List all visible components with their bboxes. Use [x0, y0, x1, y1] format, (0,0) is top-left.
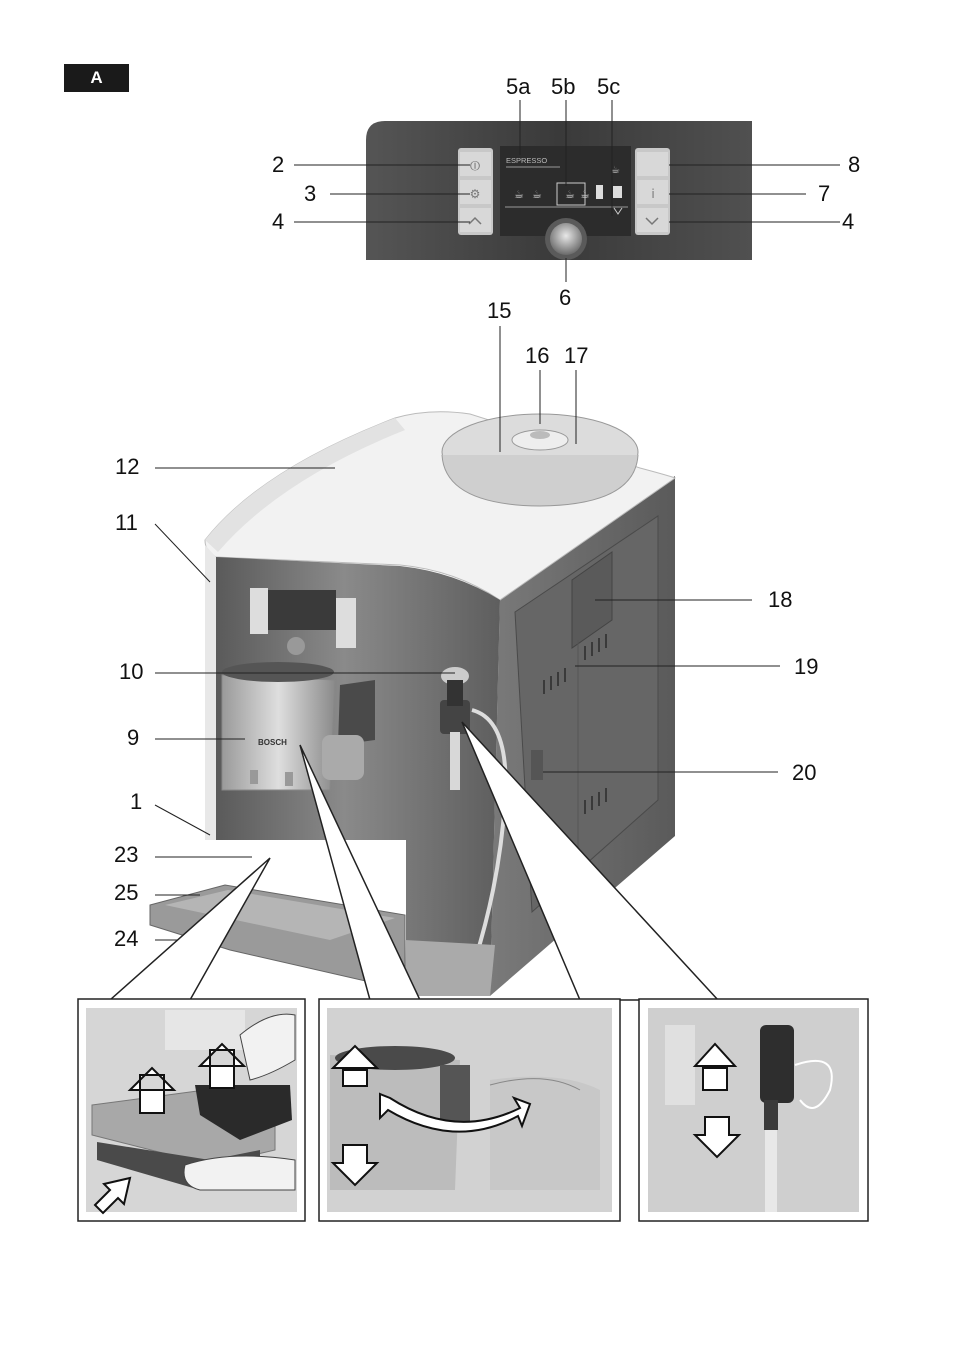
label-3: 3	[304, 181, 317, 206]
detail-box-frother	[638, 998, 869, 1222]
label-18: 18	[768, 587, 793, 612]
label-5a: 5a	[506, 74, 531, 99]
label-25: 25	[114, 880, 139, 905]
label-20: 20	[792, 760, 817, 785]
label-5b: 5b	[551, 74, 576, 99]
coffee-outlet	[221, 674, 336, 791]
label-6: 6	[559, 285, 572, 310]
label-12: 12	[115, 454, 140, 479]
brand-logo: BOSCH	[258, 738, 287, 747]
up-arrow-icon	[330, 1044, 380, 1087]
label-11: 11	[115, 510, 138, 535]
svg-text:i: i	[651, 187, 654, 201]
label-17: 17	[564, 343, 589, 368]
up-arrow-icon	[197, 1042, 247, 1089]
rotate-arrow-icon	[379, 1092, 532, 1133]
label-15: 15	[487, 298, 512, 323]
svg-text:☕: ☕	[580, 188, 590, 201]
service-door-latch	[531, 750, 543, 780]
panel-leader-lines	[294, 100, 840, 282]
up-arrow-icon	[127, 1066, 177, 1114]
machine-leader-lines	[154, 326, 780, 941]
label-5c: 5c	[597, 74, 621, 99]
detail-box-drip-tray	[77, 998, 306, 1222]
section-tag: A	[64, 64, 129, 92]
bean-container	[441, 413, 639, 507]
water-tank-handle	[571, 551, 613, 649]
label-24: 24	[114, 926, 139, 951]
label-4-right: 4	[842, 209, 855, 234]
svg-text:☕: ☕	[611, 165, 620, 176]
down-button-icon	[645, 217, 659, 226]
up-arrow-icon	[692, 1042, 738, 1091]
detail-box-outlet	[318, 998, 621, 1222]
label-1: 1	[130, 789, 143, 814]
label-10: 10	[119, 659, 144, 684]
svg-text:☕: ☕	[514, 188, 524, 201]
label-16: 16	[525, 343, 550, 368]
label-9: 9	[127, 725, 140, 750]
label-7: 7	[818, 181, 831, 206]
diagonal-arrow-icon	[93, 1176, 132, 1215]
label-2: 2	[272, 152, 285, 177]
label-19: 19	[794, 654, 819, 679]
down-arrow-icon	[692, 1116, 742, 1159]
svg-text:☕: ☕	[565, 188, 575, 201]
control-panel: ⏼ ⚙ ESPRESSO ☕ ☕ ☕ ☕ ☕ i	[366, 121, 752, 260]
svg-text:⚙: ⚙	[470, 187, 481, 201]
down-arrow-icon	[330, 1144, 380, 1187]
coffee-machine: BOSCH	[149, 411, 677, 996]
display-text: ESPRESSO	[506, 156, 547, 165]
label-4-left: 4	[272, 209, 285, 234]
label-8: 8	[848, 152, 861, 177]
svg-text:⏼: ⏼	[470, 159, 480, 174]
svg-text:☕: ☕	[532, 188, 542, 201]
up-button-icon	[468, 216, 482, 225]
label-23: 23	[114, 842, 139, 867]
